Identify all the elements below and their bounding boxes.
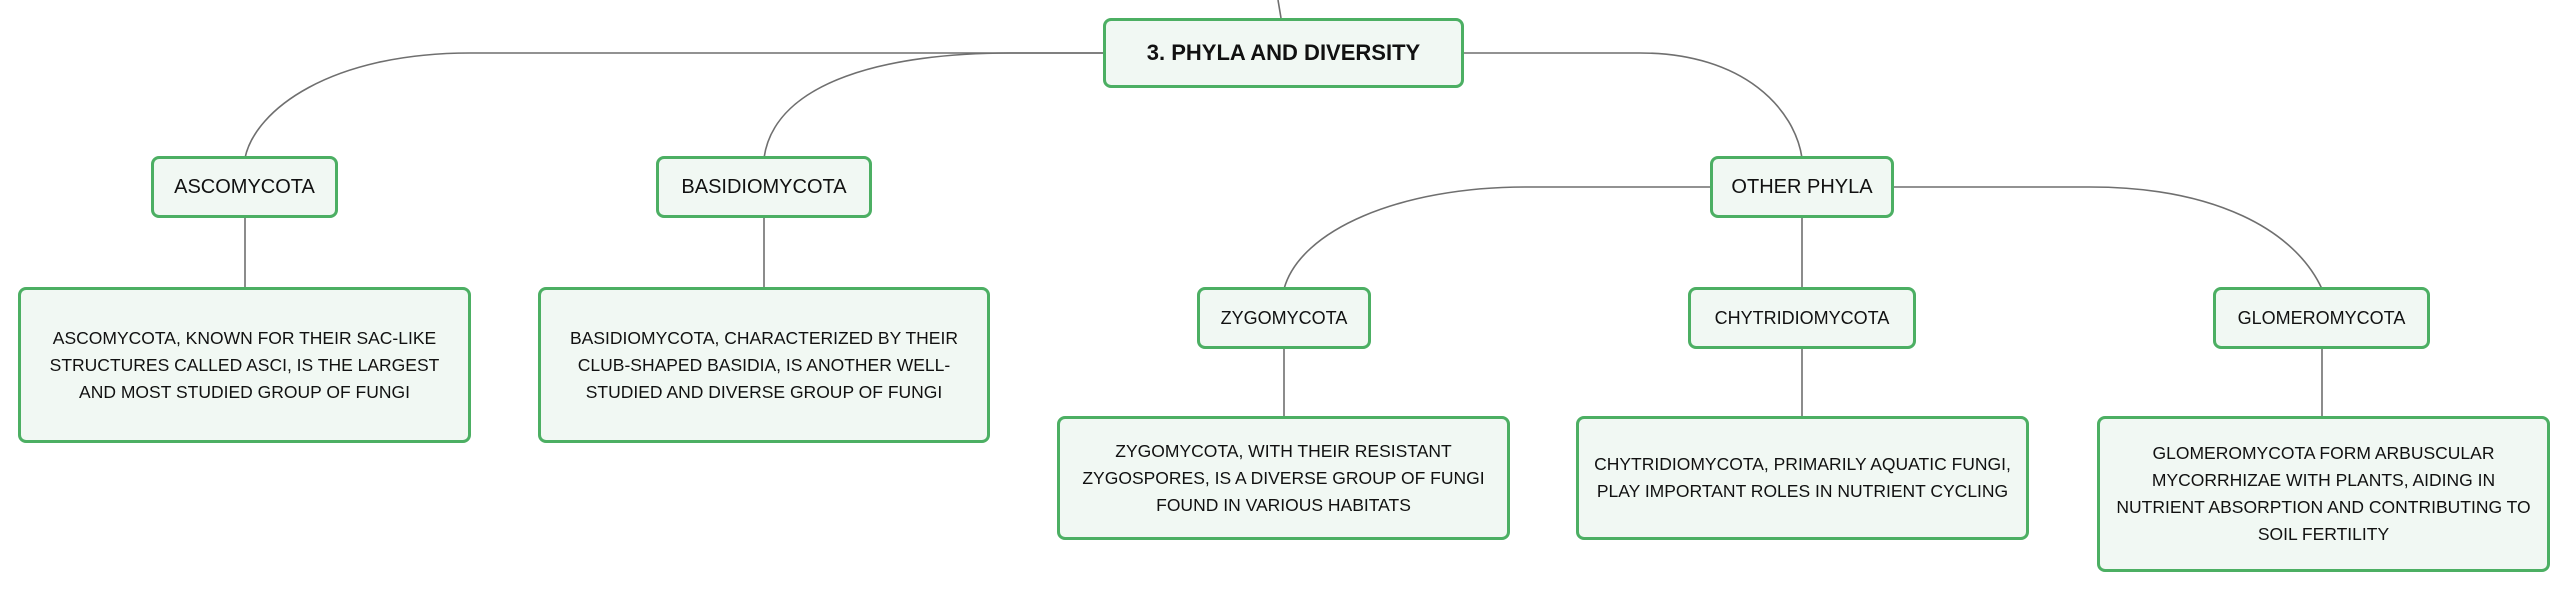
node-zygomycota-label: ZYGOMYCOTA [1220, 307, 1348, 328]
description-basidiomycota[interactable]: BASIDIOMYCOTA, CHARACTERIZED BY THEIR CL… [538, 287, 990, 443]
node-glomeromycota[interactable]: GLOMEROMYCOTA [2213, 287, 2430, 349]
node-ascomycota[interactable]: ASCOMYCOTA [151, 156, 338, 218]
node-zygomycota[interactable]: ZYGOMYCOTA [1197, 287, 1371, 349]
node-other-phyla-label: OTHER PHYLA [1731, 175, 1873, 198]
description-chytridiomycota[interactable]: CHYTRIDIOMYCOTA, PRIMARILY AQUATIC FUNGI… [1576, 416, 2029, 540]
connector-root-to-basidiomycota [763, 52, 1106, 159]
description-chytridiomycota-text: CHYTRIDIOMYCOTA, PRIMARILY AQUATIC FUNGI… [1594, 454, 2011, 501]
description-zygomycota-text: ZYGOMYCOTA, WITH THEIR RESISTANT ZYGOSPO… [1082, 440, 1485, 515]
node-other-phyla[interactable]: OTHER PHYLA [1710, 156, 1894, 218]
description-ascomycota[interactable]: ASCOMYCOTA, KNOWN FOR THEIR SAC-LIKE STR… [18, 287, 471, 443]
description-glomeromycota-text: GLOMEROMYCOTA FORM ARBUSCULAR MYCORRHIZA… [2116, 443, 2531, 544]
description-zygomycota[interactable]: ZYGOMYCOTA, WITH THEIR RESISTANT ZYGOSPO… [1057, 416, 1510, 540]
description-glomeromycota[interactable]: GLOMEROMYCOTA FORM ARBUSCULAR MYCORRHIZA… [2097, 416, 2550, 572]
node-basidiomycota-label: BASIDIOMYCOTA [681, 175, 847, 198]
connector-other-phyla-to-zygomycota [1283, 186, 1712, 290]
description-ascomycota-text: ASCOMYCOTA, KNOWN FOR THEIR SAC-LIKE STR… [49, 327, 440, 402]
node-basidiomycota[interactable]: BASIDIOMYCOTA [656, 156, 872, 218]
root-node-phyla-and-diversity[interactable]: 3. PHYLA AND DIVERSITY [1103, 18, 1464, 88]
node-chytridiomycota-label: CHYTRIDIOMYCOTA [1714, 307, 1890, 328]
node-chytridiomycota[interactable]: CHYTRIDIOMYCOTA [1688, 287, 1916, 349]
connector-other-phyla-to-glomeromycota [1892, 186, 2323, 290]
connector-root-to-other-phyla [1462, 52, 1803, 159]
connector-parent-to-root [1277, 0, 1282, 19]
node-glomeromycota-label: GLOMEROMYCOTA [2237, 307, 2406, 328]
node-ascomycota-label: ASCOMYCOTA [174, 175, 315, 198]
root-node-label: 3. PHYLA AND DIVERSITY [1146, 40, 1421, 65]
description-basidiomycota-text: BASIDIOMYCOTA, CHARACTERIZED BY THEIR CL… [570, 327, 958, 402]
connector-root-to-ascomycota [244, 52, 1106, 159]
